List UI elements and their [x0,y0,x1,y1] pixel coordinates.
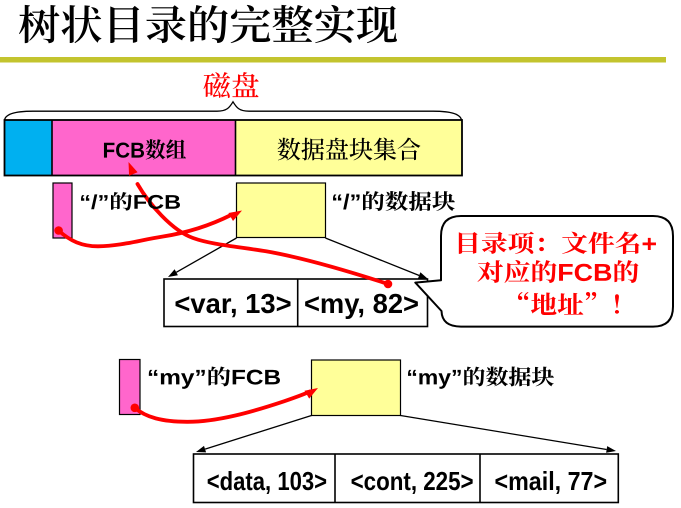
svg-text:<cont, 225>: <cont, 225> [351,466,474,496]
svg-text:<data, 103>: <data, 103> [207,466,327,496]
svg-text:<var, 13>: <var, 13> [174,288,291,319]
svg-text:<mail, 77>: <mail, 77> [495,466,608,496]
svg-text:<my, 82>: <my, 82> [304,288,419,319]
